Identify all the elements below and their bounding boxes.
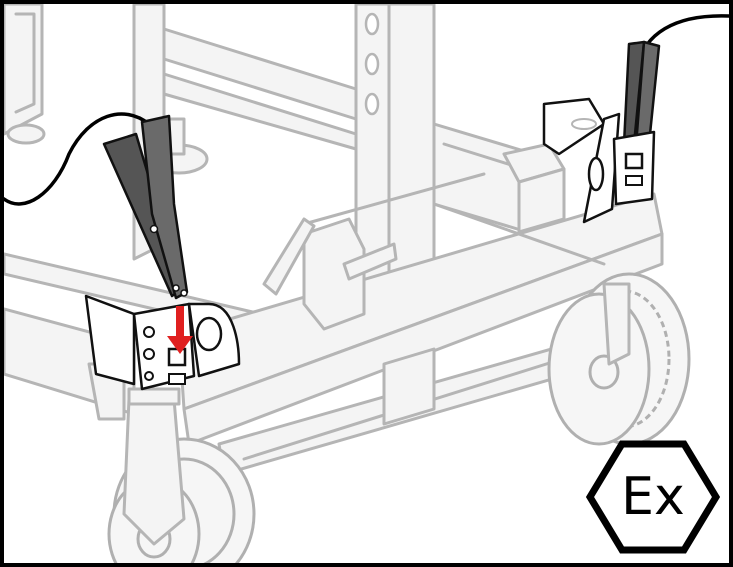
front-corner-post <box>127 387 181 406</box>
trolley-earthing-illustration: .st { fill:#f4f4f4; stroke:#b5b5b5; stro… <box>4 4 729 563</box>
right-earth-clamp-icon <box>622 14 729 148</box>
left-earthing-bracket <box>84 294 241 391</box>
rear-wheel <box>547 272 691 446</box>
down-arrow-icon <box>167 306 193 354</box>
ex-label: Ex <box>621 467 685 527</box>
right-earthing-bracket <box>542 97 656 224</box>
front-wheel <box>107 397 256 563</box>
trolley-frame <box>4 4 664 476</box>
ex-hexagon-icon: Ex <box>585 440 721 554</box>
left-earth-clamp-icon <box>4 112 189 300</box>
